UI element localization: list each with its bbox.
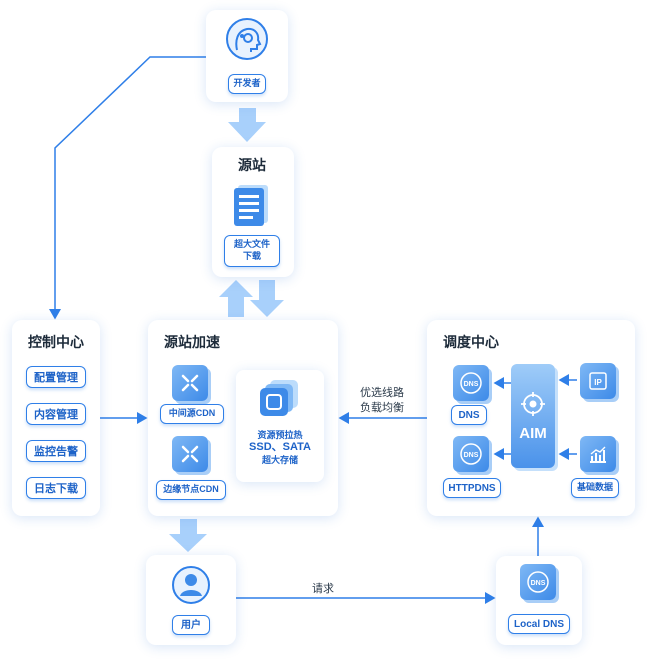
route-label: 优选线路 负载均衡: [360, 386, 404, 416]
scheduling-title: 调度中心: [443, 334, 499, 350]
developer-brain-icon: [226, 18, 268, 60]
control-item-logs: 日志下载: [26, 477, 86, 499]
local-dns-label: Local DNS: [508, 614, 570, 634]
user-icon: [172, 566, 210, 604]
svg-text:DNS: DNS: [531, 580, 546, 587]
origin-file-label-line1: 超大文件: [233, 239, 270, 250]
edge-cdn-label: 边缘节点CDN: [156, 480, 226, 500]
ip-text: IP: [594, 378, 602, 387]
acceleration-title: 源站加速: [164, 334, 220, 350]
edge-cdn-icon: [172, 436, 208, 472]
httpdns-label: HTTPDNS: [443, 478, 501, 498]
storage-line1: 资源预拉热: [257, 430, 303, 440]
origin-title: 源站: [238, 157, 266, 173]
origin-card: 源站 超大文件 下载: [212, 147, 294, 277]
dns-server-icon: DNS: [520, 564, 556, 600]
storage-line3: 超大存储: [261, 455, 298, 465]
user-label: 用户: [172, 615, 210, 635]
dns-icon: DNS: [453, 365, 489, 401]
basic-data-label: 基础数据: [571, 478, 619, 498]
storage-text: 资源预拉热 SSD、SATA 超大存储: [236, 430, 324, 466]
document-icon: [234, 185, 268, 226]
control-center-card: 控制中心 配置管理 内容管理 监控告警 日志下载: [12, 320, 100, 516]
aim-arrows: [493, 374, 577, 460]
httpdns-icon: DNS: [453, 436, 489, 472]
control-center-title: 控制中心: [28, 334, 84, 350]
target-icon: [521, 391, 545, 416]
control-item-monitor: 监控告警: [26, 440, 86, 462]
user-card: 用户: [146, 555, 236, 645]
ip-icon: IP: [580, 363, 616, 399]
aim-label: AIM: [519, 424, 547, 442]
svg-text:DNS: DNS: [464, 381, 479, 388]
mid-cdn-label: 中间源CDN: [160, 404, 224, 424]
control-item-config: 配置管理: [26, 366, 86, 388]
aim-block: AIM: [511, 364, 555, 468]
control-item-content: 内容管理: [26, 403, 86, 425]
origin-file-label: 超大文件 下载: [224, 235, 280, 267]
route-line2: 负载均衡: [360, 401, 404, 414]
arrow-origin-to-acceleration: [250, 280, 284, 317]
origin-file-label-line2: 下载: [242, 251, 261, 261]
storage-line2: SSD、SATA: [249, 441, 311, 454]
route-line1: 优选线路: [360, 387, 404, 399]
arrow-developer-to-origin: [228, 108, 266, 142]
developer-card: 开发者: [206, 10, 288, 102]
scheduling-card: 调度中心 DNS DNS DNS HTTPDNS AIM IP 基础数据: [427, 320, 635, 516]
arrow-acceleration-to-origin: [219, 280, 253, 317]
developer-label: 开发者: [228, 74, 266, 94]
dns-label: DNS: [451, 405, 487, 425]
request-label: 请求: [312, 583, 334, 595]
mid-cdn-icon: [172, 365, 208, 401]
arrow-acceleration-to-user: [169, 519, 207, 552]
acceleration-card: 源站加速 中间源CDN 边缘节点CDN 资源预拉热 SSD、SATA 超大存储: [148, 320, 338, 516]
local-dns-card: DNS Local DNS: [496, 556, 582, 645]
storage-stack-icon: [260, 380, 298, 416]
line-developer-to-control: [49, 56, 206, 320]
basic-data-icon: [580, 436, 616, 472]
storage-panel: 资源预拉热 SSD、SATA 超大存储: [236, 370, 324, 482]
svg-text:DNS: DNS: [464, 452, 479, 459]
